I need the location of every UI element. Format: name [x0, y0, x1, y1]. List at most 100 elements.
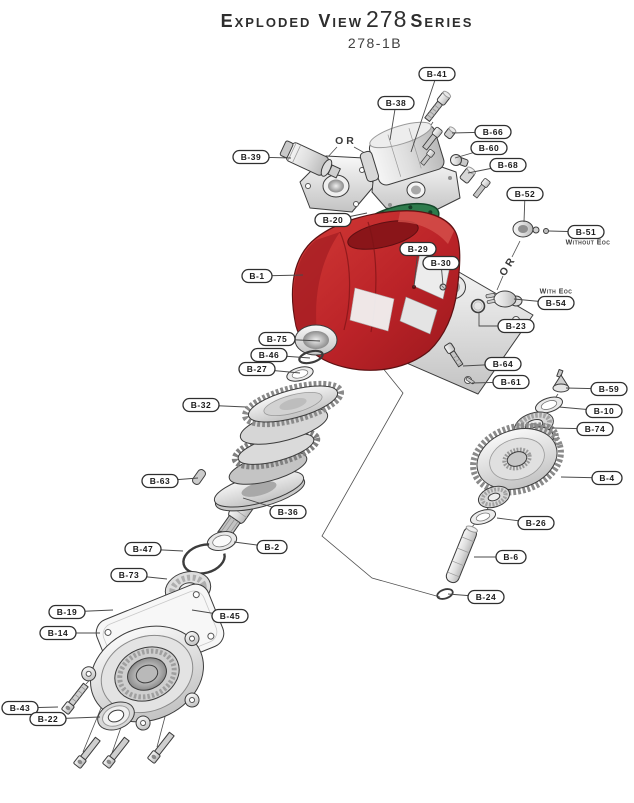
part-label-B-59[interactable]: B-59 [590, 381, 628, 397]
part-bearing-lower [477, 485, 511, 509]
label-text: B-73 [119, 570, 139, 580]
part-label-B-22[interactable]: B-22 [29, 711, 67, 727]
part-bolt-b64 [444, 342, 464, 368]
label-pill [467, 589, 505, 605]
part-label-B-1[interactable]: B-1 [241, 268, 273, 284]
part-label-B-64[interactable]: B-64 [484, 356, 522, 372]
label-pill [495, 549, 527, 565]
label-text: B-75 [267, 334, 287, 344]
label-pill [250, 347, 288, 363]
part-bolt-lower-3 [147, 731, 175, 764]
label-pill [590, 381, 628, 397]
label-pill [314, 212, 352, 228]
part-label-B-20[interactable]: B-20 [314, 212, 352, 228]
part-label-B-6[interactable]: B-6 [495, 549, 527, 565]
part-snapring-b46 [298, 349, 324, 365]
label-pill [241, 268, 273, 284]
parts-artwork [61, 90, 570, 769]
label-pill [517, 515, 555, 531]
label-pill [1, 700, 39, 716]
part-label-B-54[interactable]: B-54 [537, 295, 575, 311]
part-label-B-46[interactable]: B-46 [250, 347, 288, 363]
part-label-B-45[interactable]: B-45 [211, 608, 249, 624]
part-plug-b66 [444, 126, 457, 140]
part-fitting-b52 [512, 220, 549, 238]
label-pill [585, 403, 623, 419]
label-text: B-45 [220, 611, 240, 621]
label-pill [211, 608, 249, 624]
label-text: B-29 [408, 244, 428, 254]
part-elbow-b60 [450, 154, 469, 167]
part-bolt-small-1 [422, 126, 443, 151]
label-text: B-61 [501, 377, 521, 387]
part-seal-b22 [97, 701, 135, 731]
part-label-B-27[interactable]: B-27 [238, 361, 276, 377]
label-text: B-32 [191, 400, 211, 410]
title-prefix: Exploded View [220, 11, 363, 31]
label-text: B-43 [10, 703, 30, 713]
part-end-cover-b14 [81, 625, 204, 731]
part-valve-body-b38 [359, 121, 461, 215]
label-pill [489, 157, 527, 173]
part-label-B-4[interactable]: B-4 [591, 470, 623, 486]
part-label-B-32[interactable]: B-32 [182, 397, 220, 413]
label-text: B-60 [479, 143, 499, 153]
part-label-B-24[interactable]: B-24 [467, 589, 505, 605]
label-pill [141, 473, 179, 489]
part-bolt-b41 [424, 90, 452, 122]
label-pill [256, 539, 288, 555]
label-text: B-14 [48, 628, 68, 638]
part-label-B-30[interactable]: B-30 [422, 255, 460, 271]
label-text: B-26 [526, 518, 546, 528]
part-label-B-51[interactable]: B-51 [567, 224, 605, 240]
label-text: B-22 [38, 714, 58, 724]
label-text: B-4 [599, 473, 614, 483]
label-text: B-1 [249, 271, 264, 281]
label-pill [567, 224, 605, 240]
part-labels: B-41B-38B-66B-60B-68 B-39B-20 B-52B-51B-54… [1, 66, 628, 727]
label-text: B-47 [133, 544, 153, 554]
part-label-B-63[interactable]: B-63 [141, 473, 179, 489]
label-text: B-38 [386, 98, 406, 108]
part-label-B-23[interactable]: B-23 [497, 318, 535, 334]
part-label-B-43[interactable]: B-43 [1, 700, 39, 716]
part-plug-b59 [552, 368, 570, 393]
part-label-B-10[interactable]: B-10 [585, 403, 623, 419]
label-pill [110, 567, 148, 583]
label-pill [377, 95, 415, 111]
part-label-B-74[interactable]: B-74 [576, 421, 614, 437]
label-text: B-74 [585, 424, 605, 434]
label-pill [497, 318, 535, 334]
part-label-B-60[interactable]: B-60 [470, 140, 508, 156]
part-label-B-66[interactable]: B-66 [474, 124, 512, 140]
label-text: B-54 [546, 298, 566, 308]
part-label-B-19[interactable]: B-19 [48, 604, 86, 620]
part-label-B-68[interactable]: B-68 [489, 157, 527, 173]
part-label-B-38[interactable]: B-38 [377, 95, 415, 111]
part-snapring-b47 [182, 543, 226, 575]
part-label-B-41[interactable]: B-41 [418, 66, 456, 82]
part-label-B-75[interactable]: B-75 [258, 331, 296, 347]
part-label-B-36[interactable]: B-36 [269, 504, 307, 520]
label-text: B-23 [506, 321, 526, 331]
label-text: B-52 [515, 189, 535, 199]
part-washer-b26 [469, 509, 497, 525]
annotation-with-eoc: With Eoc [540, 289, 573, 296]
label-text: B-39 [241, 152, 261, 162]
part-label-B-14[interactable]: B-14 [39, 625, 77, 641]
part-label-B-29[interactable]: B-29 [399, 241, 437, 257]
part-label-B-39[interactable]: B-39 [232, 149, 270, 165]
annotation-without-eoc: Without Eoc [566, 240, 611, 247]
leader-line-B-41 [410, 73, 438, 153]
part-label-B-2[interactable]: B-2 [256, 539, 288, 555]
part-label-B-61[interactable]: B-61 [492, 374, 530, 390]
part-label-B-47[interactable]: B-47 [124, 541, 162, 557]
part-label-B-52[interactable]: B-52 [506, 186, 544, 202]
part-bolt-b68-mate [472, 178, 491, 199]
part-label-B-26[interactable]: B-26 [517, 515, 555, 531]
label-pill [591, 470, 623, 486]
part-label-B-73[interactable]: B-73 [110, 567, 148, 583]
